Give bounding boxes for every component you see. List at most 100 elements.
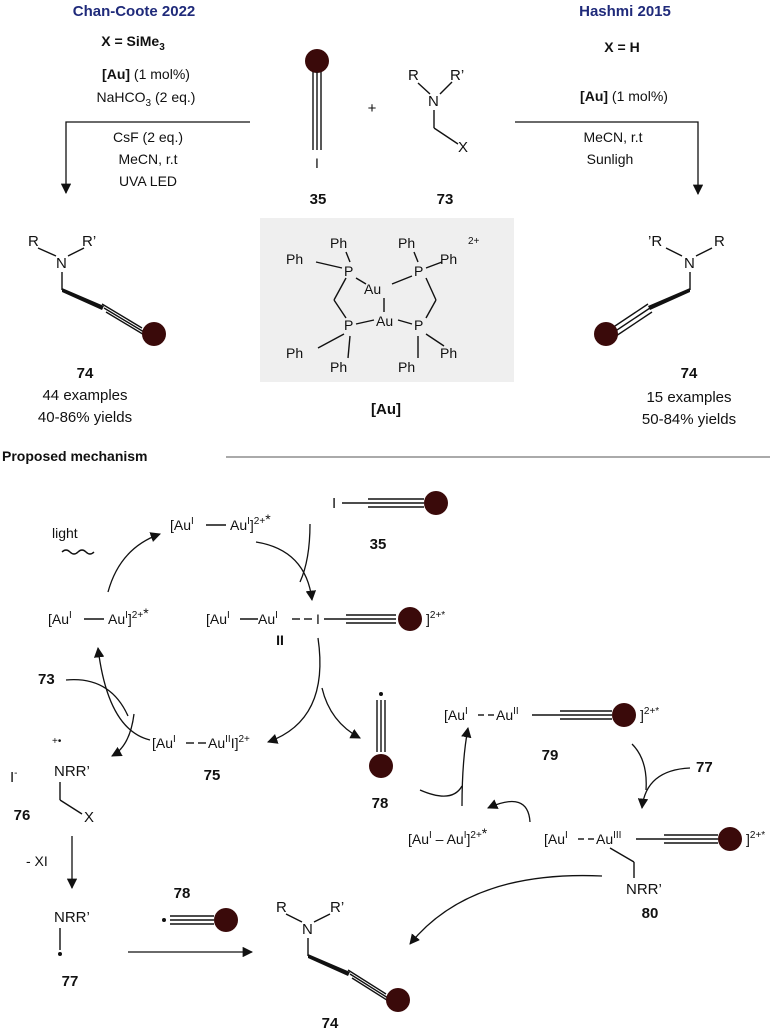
svg-text:P: P [344,263,353,279]
svg-text:[AuI: [AuI [48,610,72,627]
radical-77: NRR’ [54,909,90,956]
svg-text:[AuI: [AuI [444,706,468,723]
label-79: 79 [542,747,559,764]
arrow-75-to-excited [93,646,151,741]
svg-text:[AuI: [AuI [206,610,230,627]
arrow-oxidative-addition-top [255,541,317,602]
au-excited-left: [AuI AuI]2+* [48,605,149,627]
svg-text:[AuI: [AuI [152,734,176,751]
label-74-left: 74 [77,365,94,382]
svg-text:]2+*: ]2+* [426,610,445,627]
label-78-b: 78 [174,885,191,902]
catalyst-charge: 2+ [468,236,480,247]
svg-text:’R: ’R [648,233,662,250]
svg-text:X: X [458,139,468,156]
iodide: I- [10,768,18,786]
right-yields: 50-84% yields [642,411,736,428]
arrow-80-regenerate [487,799,531,823]
svg-text:]2+*: ]2+* [640,706,659,723]
product-74-right: ’R N R [594,233,725,346]
label-35-mech: 35 [370,536,387,553]
svg-text:Ph: Ph [330,235,347,251]
arrow-to-78 [321,687,361,739]
right-light-source: Sunligh [587,151,634,167]
svg-text:Ph: Ph [286,345,303,361]
svg-text:AuI]2+*: AuI]2+* [230,511,271,533]
au-excited-right: [AuI – AuI]2+* [408,825,488,847]
svg-text:Au: Au [364,281,381,297]
svg-text:+•: +• [52,736,62,747]
amine-73: R N R’ X [408,67,468,156]
svg-text:R: R [28,233,39,250]
radical-78-vertical [369,692,393,778]
svg-text:R: R [276,899,287,916]
left-reaction-arrow [60,121,250,195]
svg-text:AuIII]2+: AuIII]2+ [208,734,250,751]
label-74-mech: 74 [322,1015,339,1032]
label-75: 75 [204,767,221,784]
arrow-35-join [299,523,311,583]
svg-text:I: I [315,155,319,171]
intermediate-II: [AuI AuI I ]2+* [206,607,445,631]
left-yields: 40-86% yields [38,409,132,426]
light-label: light [52,525,78,541]
label-73: 73 [437,191,454,208]
intermediate-79: [AuI AuII ]2+* [444,703,659,727]
svg-text:AuII: AuII [496,706,519,723]
svg-text:Ph: Ph [398,359,415,375]
svg-text:Ph: Ph [440,345,457,361]
svg-text:R: R [408,67,419,84]
intermediate-75: [AuI AuIII]2+ [152,734,250,751]
svg-text:R’: R’ [450,67,464,84]
arrow-to-75 [267,637,321,744]
svg-text:NRR’: NRR’ [54,763,90,780]
svg-text:NRR’: NRR’ [626,881,662,898]
arrow-to-80 [637,767,691,810]
alkyne-35-mech: I [332,491,448,515]
label-77-mech: 77 [696,759,713,776]
svg-text:I: I [332,495,336,512]
product-74-mech: R N R’ [276,899,410,1012]
left-examples: 44 examples [42,387,127,404]
label-78: 78 [372,795,389,812]
svg-text:N: N [428,93,439,110]
radical-78-horizontal [162,908,238,932]
svg-text:AuIII: AuIII [596,830,621,847]
right-solvent: MeCN, r.t [583,129,642,145]
left-additive: CsF (2 eq.) [113,129,183,145]
svg-text:R’: R’ [330,899,344,916]
svg-text:[AuI: [AuI [544,830,568,847]
label-35: 35 [310,191,327,208]
arrow-78-to-79-a [419,785,463,797]
svg-text:N: N [302,921,313,938]
left-catalyst-loading: [Au] (1 mol%) [102,66,190,82]
arrow-79-down [631,743,647,791]
svg-text:N: N [56,255,67,272]
label-74-right: 74 [681,365,698,382]
svg-text:Ph: Ph [398,235,415,251]
arrow-73-in [65,678,129,717]
svg-text:Ph: Ph [440,251,457,267]
svg-text:R’: R’ [82,233,96,250]
label-76: 76 [14,807,31,824]
left-route-title: Chan-Coote 2022 [73,3,196,20]
right-catalyst-loading: [Au] (1 mol%) [580,88,668,104]
svg-text:Ph: Ph [330,359,347,375]
left-x-condition: X = SiMe3 [101,33,165,53]
arrow-to-76 [111,713,135,757]
right-route-title: Hashmi 2015 [579,3,671,20]
intermediate-80: [AuI AuIII ]2+* NRR’ [544,827,765,898]
alkyne-35: I [305,49,329,171]
svg-text:R: R [714,233,725,250]
svg-text:AuI]2+*: AuI]2+* [108,605,149,627]
svg-text:N: N [684,255,695,272]
light-wavy-icon [61,549,95,555]
right-reaction-arrow [515,121,704,196]
label-80: 80 [642,905,659,922]
plus-sign: + [368,100,377,117]
svg-text:Au: Au [376,313,393,329]
svg-text:NRR’: NRR’ [54,909,90,926]
right-examples: 15 examples [646,389,731,406]
svg-text:Ph: Ph [286,251,303,267]
